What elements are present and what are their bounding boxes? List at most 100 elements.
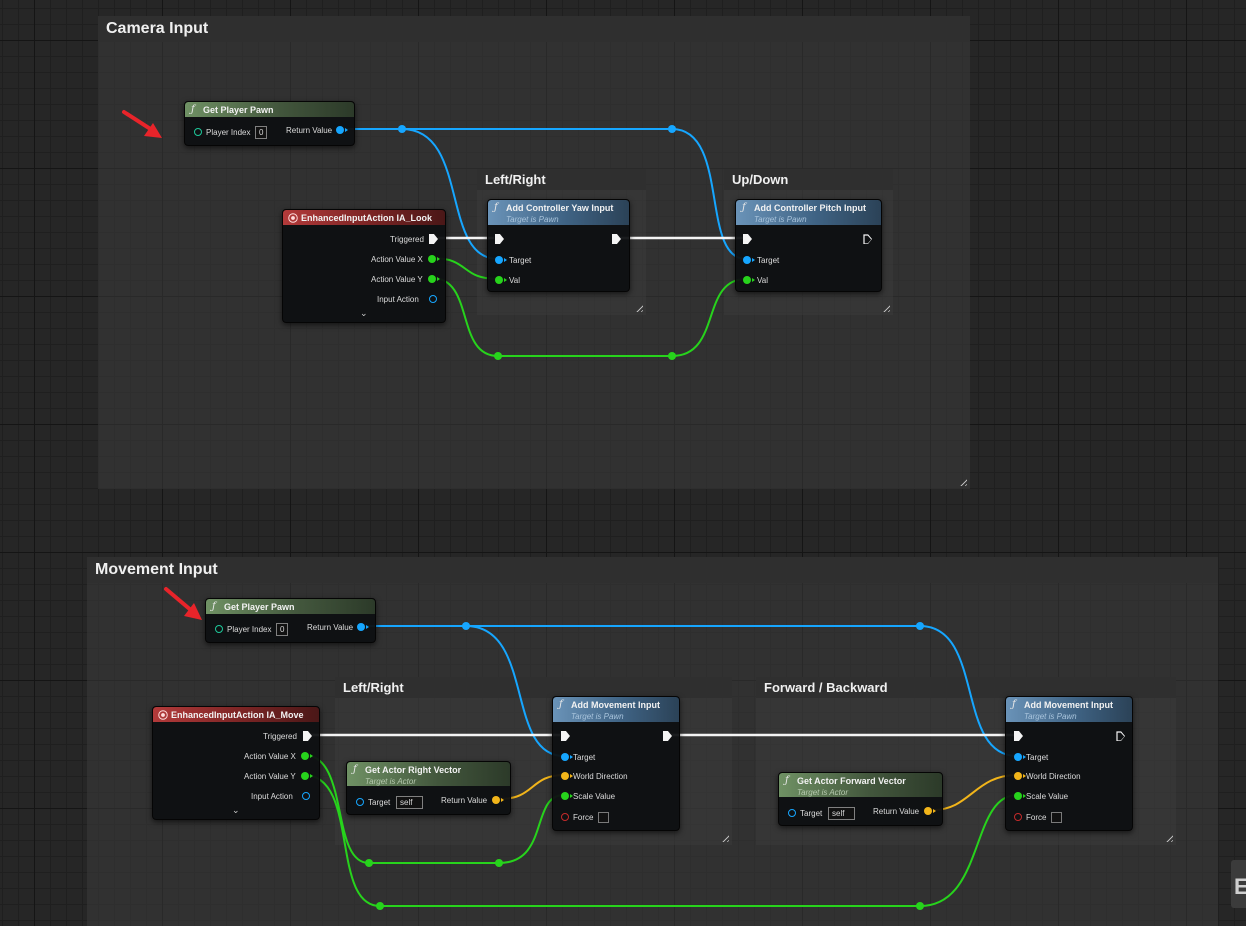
- pin-label: Target: [573, 753, 596, 762]
- force-checkbox[interactable]: [1051, 812, 1062, 823]
- val-pin[interactable]: [495, 276, 507, 284]
- node-header[interactable]: ƒ Get Player Pawn: [185, 102, 354, 117]
- chevron-down-icon[interactable]: ⌄: [232, 805, 240, 815]
- exec-pin-icon[interactable]: [495, 234, 504, 244]
- node-title: Add Movement Input: [1024, 700, 1113, 710]
- resize-grip-icon[interactable]: [634, 303, 643, 312]
- exec-pin-icon[interactable]: [561, 731, 570, 741]
- force-pin[interactable]: [1014, 813, 1022, 821]
- node-header[interactable]: EnhancedInputAction IA_Move: [153, 707, 319, 722]
- action-value-x-pin[interactable]: [428, 255, 440, 263]
- val-pin[interactable]: [743, 276, 755, 284]
- pin-label: Action Value Y: [244, 772, 296, 781]
- exec-pin-icon[interactable]: [663, 731, 672, 741]
- node-header[interactable]: ƒ Add Movement Input Target is Pawn: [553, 697, 679, 722]
- target-pin[interactable]: [743, 256, 755, 264]
- target-self-input[interactable]: self: [828, 807, 855, 820]
- pin-label: Return Value: [307, 623, 354, 632]
- target-pin[interactable]: [1014, 753, 1026, 761]
- node-input-action-ia-look[interactable]: EnhancedInputAction IA_Look Triggered Ac…: [282, 209, 446, 323]
- target-pin[interactable]: [788, 809, 796, 817]
- world-direction-pin[interactable]: [561, 772, 573, 780]
- node-subtitle: Target is Pawn: [571, 712, 624, 721]
- target-pin[interactable]: [495, 256, 507, 264]
- return-value-pin[interactable]: [357, 623, 369, 631]
- return-value-pin[interactable]: [336, 126, 348, 134]
- player-index-input[interactable]: 0: [255, 126, 268, 139]
- node-get-player-pawn-movement[interactable]: ƒ Get Player Pawn Player Index 0 Return …: [205, 598, 376, 643]
- node-header[interactable]: EnhancedInputAction IA_Look: [283, 210, 445, 225]
- input-action-pin[interactable]: [429, 295, 437, 303]
- exec-pin-icon[interactable]: [743, 234, 752, 244]
- node-get-player-pawn-camera[interactable]: ƒ Get Player Pawn Player Index 0 Return …: [184, 101, 355, 146]
- exec-pin-icon[interactable]: [612, 234, 621, 244]
- exec-pin-icon[interactable]: [429, 234, 438, 244]
- target-self-input[interactable]: self: [396, 796, 423, 809]
- player-index-pin[interactable]: [194, 128, 202, 136]
- node-header[interactable]: ƒ Add Movement Input Target is Pawn: [1006, 697, 1132, 722]
- node-add-controller-pitch-input[interactable]: ƒ Add Controller Pitch Input Target is P…: [735, 199, 882, 292]
- pin-label: Scale Value: [1026, 792, 1069, 801]
- node-subtitle: Target is Actor: [797, 788, 848, 797]
- node-add-movement-input-forward-backward[interactable]: ƒ Add Movement Input Target is Pawn Targ…: [1005, 696, 1133, 831]
- wire-camera-pawn-to-pitch-target: [402, 128, 747, 260]
- resize-grip-icon[interactable]: [958, 477, 967, 486]
- player-index-input[interactable]: 0: [276, 623, 289, 636]
- pin-label: Triggered: [263, 732, 297, 741]
- side-panel-tab[interactable]: E: [1231, 860, 1246, 908]
- chevron-down-icon[interactable]: ⌄: [360, 308, 368, 318]
- resize-grip-icon[interactable]: [881, 303, 890, 312]
- reroute-knot: [916, 902, 924, 910]
- force-pin[interactable]: [561, 813, 569, 821]
- target-pin[interactable]: [561, 753, 573, 761]
- action-value-x-pin[interactable]: [301, 752, 313, 760]
- node-header[interactable]: ƒ Get Player Pawn: [206, 599, 375, 614]
- exec-pin-icon[interactable]: [1116, 731, 1125, 741]
- return-value-pin[interactable]: [492, 796, 504, 804]
- function-icon: ƒ: [494, 202, 498, 213]
- resize-grip-icon[interactable]: [1164, 833, 1173, 842]
- node-title: Get Player Pawn: [203, 105, 274, 115]
- pin-label: Target: [368, 798, 391, 807]
- pin-label: World Direction: [573, 772, 628, 781]
- reroute-knot: [365, 859, 373, 867]
- node-get-actor-forward-vector[interactable]: ƒ Get Actor Forward Vector Target is Act…: [778, 772, 943, 826]
- input-action-pin[interactable]: [302, 792, 310, 800]
- exec-pin-icon[interactable]: [863, 234, 872, 244]
- action-value-y-pin[interactable]: [301, 772, 313, 780]
- exec-pin-icon[interactable]: [303, 731, 312, 741]
- node-header[interactable]: ƒ Get Actor Forward Vector Target is Act…: [779, 773, 942, 797]
- pin-label: Scale Value: [573, 792, 616, 801]
- target-pin[interactable]: [356, 798, 364, 806]
- player-index-pin[interactable]: [215, 625, 223, 633]
- comment-header[interactable]: Movement Input: [87, 557, 1218, 583]
- comment-header[interactable]: Camera Input: [98, 16, 970, 42]
- node-add-movement-input-left-right[interactable]: ƒ Add Movement Input Target is Pawn Targ…: [552, 696, 680, 831]
- node-input-action-ia-move[interactable]: EnhancedInputAction IA_Move Triggered Ac…: [152, 706, 320, 820]
- pin-label: World Direction: [1026, 772, 1081, 781]
- node-add-controller-yaw-input[interactable]: ƒ Add Controller Yaw Input Target is Paw…: [487, 199, 630, 292]
- comment-header[interactable]: Left/Right: [477, 169, 646, 190]
- comment-header[interactable]: Forward / Backward: [756, 677, 1176, 698]
- comment-header[interactable]: Left/Right: [335, 677, 732, 698]
- force-checkbox[interactable]: [598, 812, 609, 823]
- comment-title: Forward / Backward: [764, 680, 888, 695]
- return-value-pin[interactable]: [924, 807, 936, 815]
- node-header[interactable]: ƒ Add Controller Yaw Input Target is Paw…: [488, 200, 629, 225]
- node-get-actor-right-vector[interactable]: ƒ Get Actor Right Vector Target is Actor…: [346, 761, 511, 815]
- reroute-knot: [494, 352, 502, 360]
- scale-value-pin[interactable]: [1014, 792, 1026, 800]
- scale-value-pin[interactable]: [561, 792, 573, 800]
- reroute-knot: [668, 125, 676, 133]
- node-header[interactable]: ƒ Get Actor Right Vector Target is Actor: [347, 762, 510, 786]
- node-title: Get Actor Forward Vector: [797, 776, 906, 786]
- exec-outline-icon: [1116, 731, 1125, 741]
- pin-label: Input Action: [251, 792, 293, 801]
- resize-grip-icon[interactable]: [720, 833, 729, 842]
- world-direction-pin[interactable]: [1014, 772, 1026, 780]
- exec-pin-icon[interactable]: [1014, 731, 1023, 741]
- comment-header[interactable]: Up/Down: [724, 169, 893, 190]
- node-header[interactable]: ƒ Add Controller Pitch Input Target is P…: [736, 200, 881, 225]
- action-value-y-pin[interactable]: [428, 275, 440, 283]
